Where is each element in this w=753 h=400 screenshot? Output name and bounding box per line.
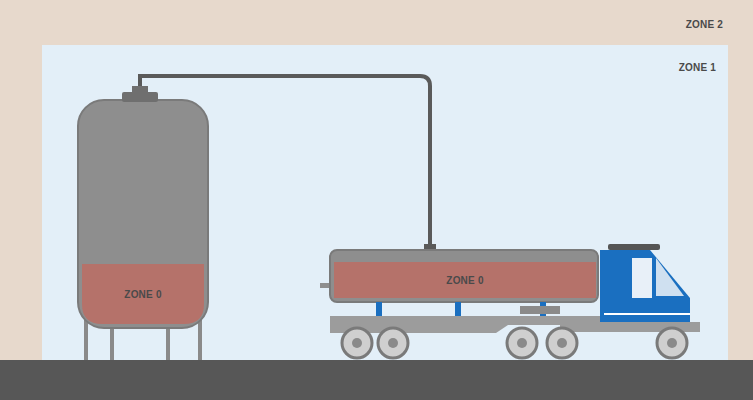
zone-label-holder: ZONE 2 bbox=[686, 14, 723, 32]
zone-label: ZONE 1 bbox=[679, 62, 716, 73]
zone-region: ZONE 0 bbox=[82, 264, 204, 324]
zone-label: ZONE 0 bbox=[446, 275, 483, 286]
zone-label: ZONE 2 bbox=[686, 19, 723, 30]
zone-0-fill bbox=[334, 262, 596, 298]
zone-label: ZONE 0 bbox=[124, 289, 161, 300]
zone-region: ZONE 0 bbox=[334, 262, 596, 298]
zone-1-area bbox=[42, 45, 728, 360]
zone-label-holder: ZONE 1 bbox=[679, 57, 716, 75]
silo bbox=[78, 86, 208, 360]
zone-0-fill bbox=[82, 264, 204, 324]
tanker-truck bbox=[320, 244, 700, 358]
zone-region: ZONE 2 ZONE 1 ZONE 0 ZONE 0 bbox=[0, 0, 753, 360]
transfer-pipe bbox=[140, 76, 430, 250]
ground bbox=[0, 360, 753, 400]
zone-2-area bbox=[0, 0, 753, 360]
zone-region: ZONE 1 ZONE 0 ZONE 0 bbox=[42, 45, 728, 360]
